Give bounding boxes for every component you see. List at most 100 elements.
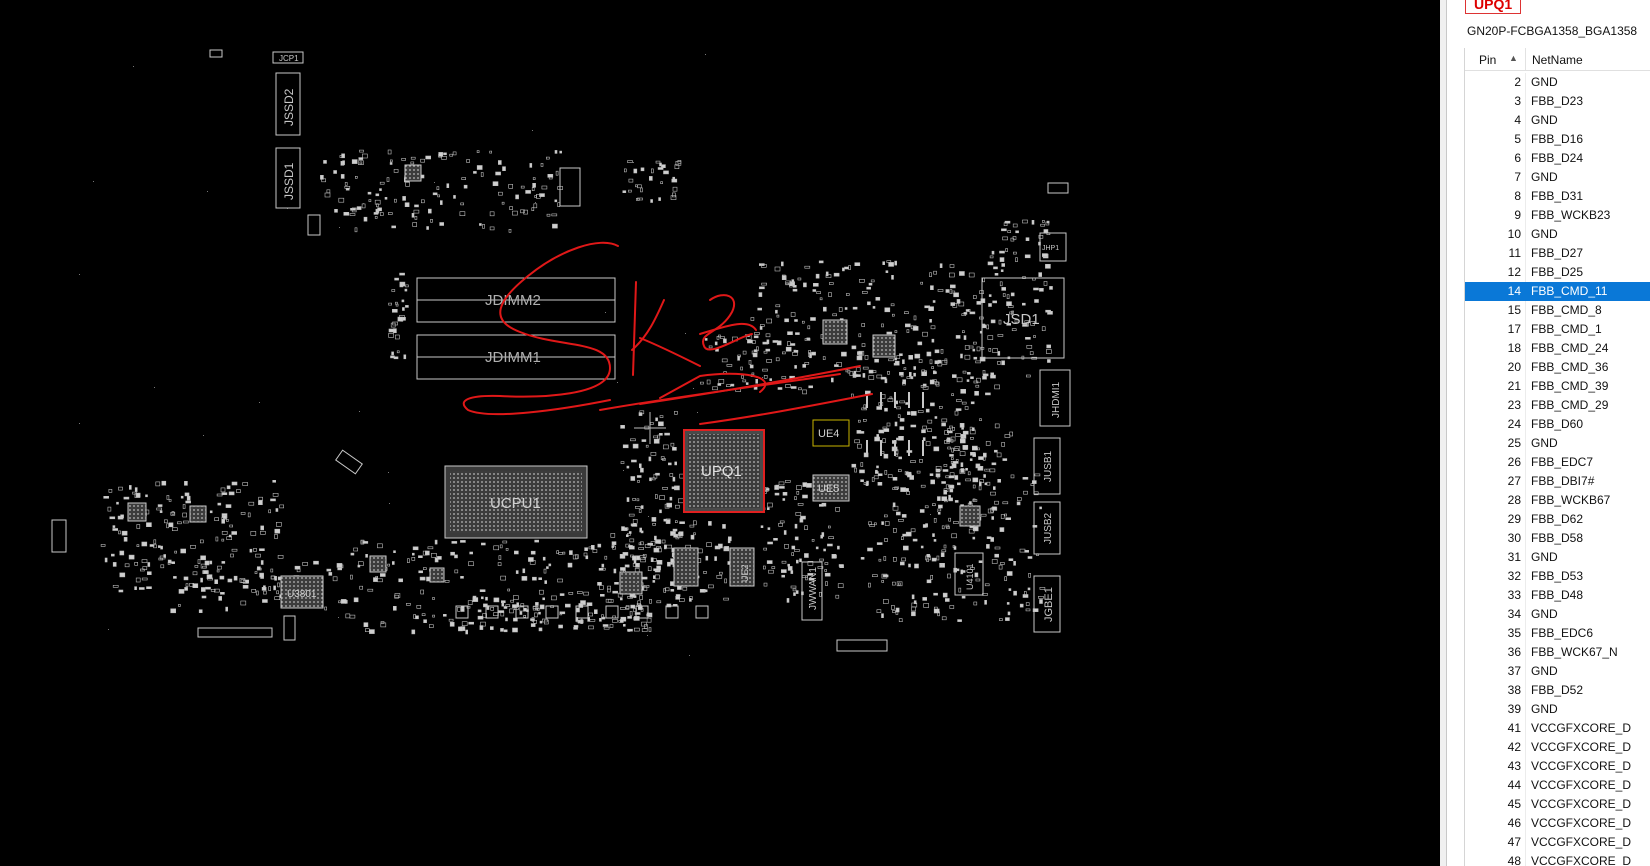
smd-part[interactable] xyxy=(956,399,962,402)
smd-part[interactable] xyxy=(894,357,897,361)
smd-part[interactable] xyxy=(367,588,374,592)
smd-part[interactable] xyxy=(141,559,148,563)
smd-part[interactable] xyxy=(955,459,959,462)
smd-part[interactable] xyxy=(972,498,976,502)
smd-part[interactable] xyxy=(231,548,238,552)
smd-part[interactable] xyxy=(999,250,1005,254)
smd-part[interactable] xyxy=(796,485,802,490)
smd-part[interactable] xyxy=(887,370,890,375)
smd-part[interactable] xyxy=(972,536,976,540)
smd-part[interactable] xyxy=(277,554,284,559)
smd-part[interactable] xyxy=(954,410,959,416)
smd-part[interactable] xyxy=(492,181,499,186)
smd-part[interactable] xyxy=(902,359,905,365)
smd-part[interactable] xyxy=(236,489,241,493)
smd-part[interactable] xyxy=(858,350,865,356)
smd-part[interactable] xyxy=(605,598,612,603)
smd-part[interactable] xyxy=(988,347,992,352)
smd-part[interactable] xyxy=(1000,269,1004,273)
smd-part[interactable] xyxy=(576,591,583,594)
smd-part[interactable] xyxy=(498,555,502,560)
smd-part[interactable] xyxy=(956,377,963,383)
smd-part[interactable] xyxy=(324,606,328,611)
smd-part[interactable] xyxy=(938,405,943,409)
smd-part[interactable] xyxy=(775,484,780,488)
smd-part[interactable] xyxy=(605,605,619,619)
smd-part[interactable] xyxy=(934,349,940,354)
smd-part[interactable] xyxy=(990,319,996,324)
smd-part[interactable] xyxy=(198,609,203,614)
smd-part[interactable] xyxy=(119,572,126,578)
smd-part[interactable] xyxy=(1013,251,1017,255)
ic-component[interactable] xyxy=(189,505,207,523)
smd-part[interactable] xyxy=(423,619,427,624)
smd-part[interactable] xyxy=(962,430,969,435)
smd-part[interactable] xyxy=(414,216,418,220)
smd-part[interactable] xyxy=(703,589,708,593)
smd-part[interactable] xyxy=(894,260,898,266)
smd-part[interactable] xyxy=(949,484,955,489)
smd-part[interactable] xyxy=(763,374,768,379)
smd-part[interactable] xyxy=(649,477,652,482)
smd-part[interactable] xyxy=(819,591,822,597)
jwwan1-connector[interactable] xyxy=(801,561,823,621)
smd-part[interactable] xyxy=(682,586,688,591)
smd-part[interactable] xyxy=(379,573,386,577)
smd-part[interactable] xyxy=(1007,611,1011,616)
smd-part[interactable] xyxy=(901,514,907,518)
smd-part[interactable] xyxy=(883,556,887,561)
smd-part[interactable] xyxy=(910,376,913,379)
smd-part[interactable] xyxy=(391,351,394,356)
smd-part[interactable] xyxy=(674,164,680,169)
smd-part[interactable] xyxy=(978,456,984,460)
smd-part[interactable] xyxy=(1045,263,1051,269)
smd-part[interactable] xyxy=(994,423,1000,429)
smd-part[interactable] xyxy=(1022,324,1028,327)
smd-part[interactable] xyxy=(669,473,674,477)
smd-part[interactable] xyxy=(994,384,1000,390)
smd-part[interactable] xyxy=(997,334,1004,337)
smd-part[interactable] xyxy=(424,550,430,556)
smd-part[interactable] xyxy=(500,575,507,581)
smd-part[interactable] xyxy=(776,314,780,318)
smd-part[interactable] xyxy=(1030,321,1035,326)
smd-part[interactable] xyxy=(884,307,891,313)
smd-part[interactable] xyxy=(656,600,662,604)
smd-part[interactable] xyxy=(631,459,637,463)
smd-part[interactable] xyxy=(112,525,116,528)
smd-part[interactable] xyxy=(842,267,845,272)
smd-part[interactable] xyxy=(628,178,634,183)
smd-part[interactable] xyxy=(966,371,971,375)
smd-part[interactable] xyxy=(142,566,148,570)
smd-part[interactable] xyxy=(747,339,753,344)
smd-part[interactable] xyxy=(979,316,984,320)
smd-part[interactable] xyxy=(658,197,661,201)
smd-part[interactable] xyxy=(274,534,278,539)
smd-part[interactable] xyxy=(489,226,495,231)
smd-part[interactable] xyxy=(953,521,959,524)
smd-part[interactable] xyxy=(929,359,933,365)
smd-part[interactable] xyxy=(118,589,124,593)
smd-part[interactable] xyxy=(780,569,787,573)
smd-part[interactable] xyxy=(892,556,897,562)
smd-part[interactable] xyxy=(948,497,953,502)
smd-part[interactable] xyxy=(1001,263,1006,267)
smd-part[interactable] xyxy=(185,583,189,588)
smd-part[interactable] xyxy=(972,499,978,502)
smd-part[interactable] xyxy=(822,356,826,360)
smd-part[interactable] xyxy=(860,556,865,560)
smd-part[interactable] xyxy=(602,624,609,627)
smd-part[interactable] xyxy=(937,511,941,515)
smd-part[interactable] xyxy=(554,150,558,154)
smd-part[interactable] xyxy=(145,494,148,498)
smd-part[interactable] xyxy=(209,560,213,565)
smd-part[interactable] xyxy=(977,447,980,451)
smd-part[interactable] xyxy=(781,376,787,379)
smd-part[interactable] xyxy=(816,291,821,294)
smd-part[interactable] xyxy=(897,582,901,586)
smd-part[interactable] xyxy=(976,377,981,383)
smd-part[interactable] xyxy=(986,536,992,540)
